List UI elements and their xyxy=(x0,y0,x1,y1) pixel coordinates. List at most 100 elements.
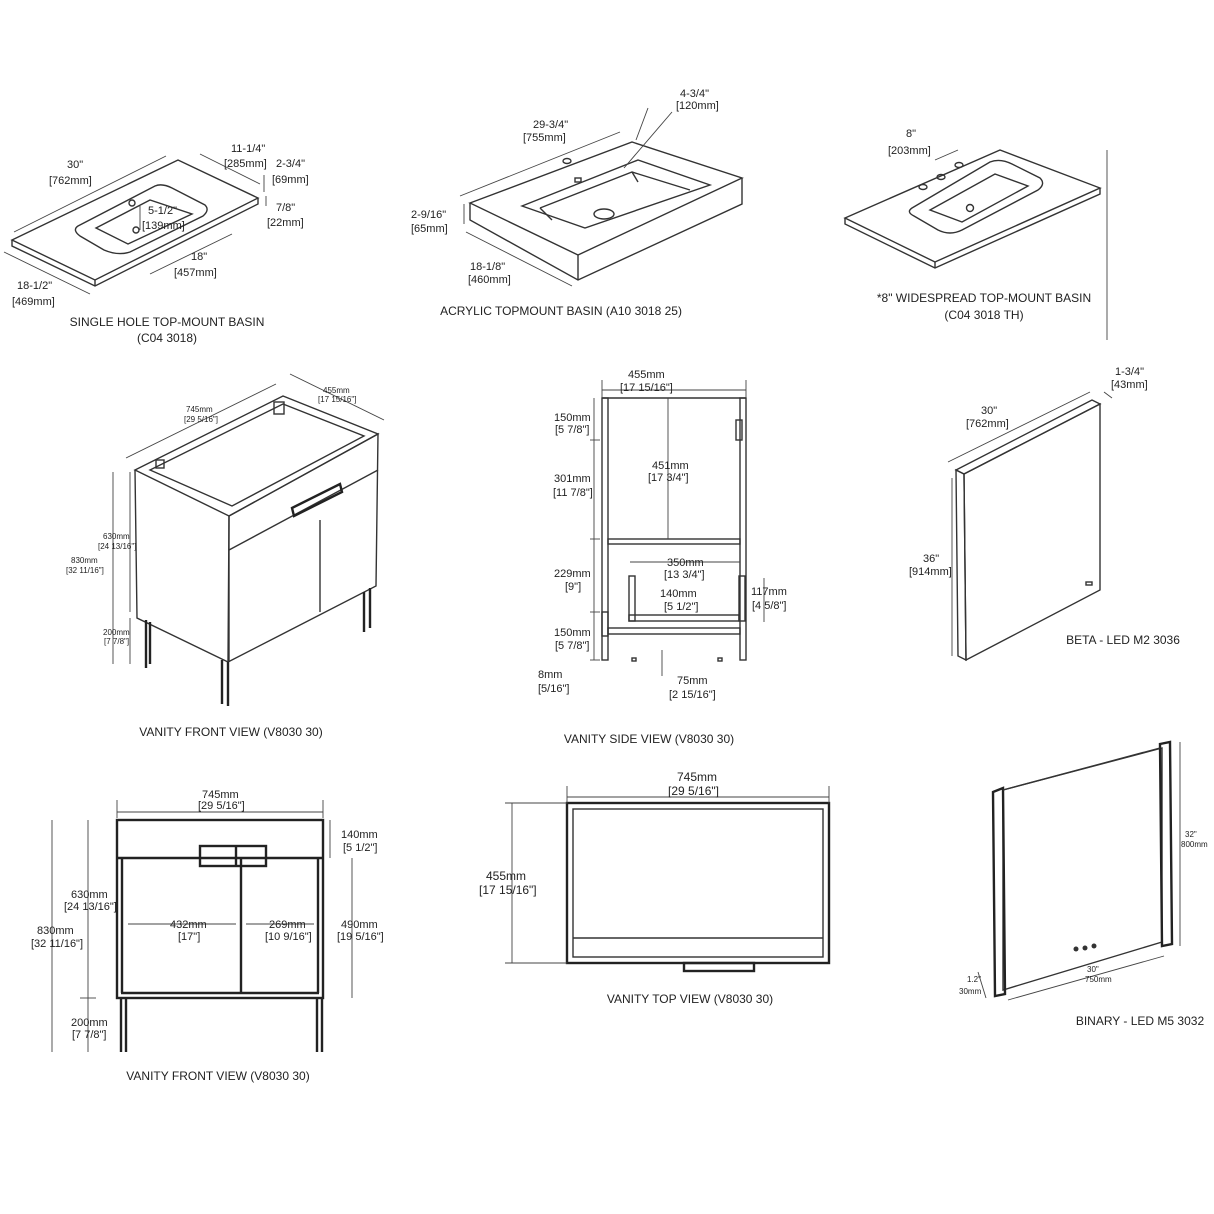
widespread-spacing-in: 8" xyxy=(906,128,916,140)
vanity-iso-drawing xyxy=(112,373,385,706)
vanity-iso-height-mm: 830mm xyxy=(71,556,98,565)
beta-height-mm: [914mm] xyxy=(909,566,952,578)
vanity-side-drawing xyxy=(590,380,765,676)
binary-height-in: 32" xyxy=(1185,830,1197,839)
vanity-front-door-left-in: [17"] xyxy=(178,931,200,943)
vanity-side-foot-in: [2 15/16"] xyxy=(669,689,716,701)
vanity-front-body-height-mm: 630mm xyxy=(71,889,108,901)
beta-thickness-mm: [43mm] xyxy=(1111,379,1148,391)
widespread-basin-drawing xyxy=(843,149,1108,340)
vanity-iso-depth-mm: 455mm xyxy=(323,386,350,395)
single-hole-basin-depth-mm: [69mm] xyxy=(272,174,309,186)
vanity-side-upper-in: [11 7/8"] xyxy=(553,487,593,499)
vanity-side-top-mm: 150mm xyxy=(554,412,591,424)
single-hole-basin-depth-in: 2-3/4" xyxy=(276,158,305,170)
widespread-spacing-mm: [203mm] xyxy=(888,145,931,157)
vanity-iso-depth-in: [17 15/16"] xyxy=(318,395,356,404)
vanity-side-drawer-in: [9"] xyxy=(565,581,581,593)
vanity-top-width-mm: 745mm xyxy=(677,770,717,784)
beta-width-in: 30" xyxy=(981,405,997,417)
beta-caption: BETA - LED M2 3036 xyxy=(1066,633,1180,647)
vanity-front-height-in: [32 11/16"] xyxy=(31,938,83,950)
vanity-side-base-mm: 8mm xyxy=(538,669,562,681)
vanity-front-top-mm: 140mm xyxy=(341,829,378,841)
beta-width-mm: [762mm] xyxy=(966,418,1009,430)
vanity-front-width-in: [29 5/16"] xyxy=(198,800,245,812)
single-hole-basin-width-mm: [285mm] xyxy=(224,158,267,170)
vanity-side-lower-mm: 150mm xyxy=(554,627,591,639)
single-hole-caption: SINGLE HOLE TOP-MOUNT BASIN xyxy=(70,315,265,329)
vanity-front-top-in: [5 1/2"] xyxy=(343,842,377,854)
acrylic-length-mm: [755mm] xyxy=(523,132,566,144)
single-hole-hole-offset-in: 5-1/2" xyxy=(148,205,177,217)
vanity-front-drawing xyxy=(51,800,353,1052)
vanity-side-width-in: [17 15/16"] xyxy=(620,382,673,394)
acrylic-length-in: 29-3/4" xyxy=(533,119,568,131)
vanity-front-height-mm: 830mm xyxy=(37,925,74,937)
single-hole-length-mm: [762mm] xyxy=(49,175,92,187)
acrylic-basin-depth-mm: [120mm] xyxy=(676,100,719,112)
binary-caption: BINARY - LED M5 3032 xyxy=(1076,1014,1205,1028)
single-hole-basin-length-in: 18" xyxy=(191,251,207,263)
vanity-side-width-mm: 455mm xyxy=(628,369,665,381)
vanity-side-drawer-depth-in: [13 3/4"] xyxy=(664,569,705,581)
binary-touch-button-2 xyxy=(1082,945,1088,951)
binary-thickness-in: 1.2" xyxy=(967,975,981,984)
vanity-iso-body-height-in: [24 13/16"] xyxy=(98,542,136,551)
vanity-front-leg-mm: 200mm xyxy=(71,1017,108,1029)
vanity-front-body-height-in: [24 13/16"] xyxy=(64,901,117,913)
vanity-side-drawer-depth-mm: 350mm xyxy=(667,557,704,569)
vanity-top-width-in: [29 5/16"] xyxy=(668,784,719,798)
vanity-front-door-right-in: [10 9/16"] xyxy=(265,931,312,943)
vanity-side-drawer-box-in: [4 5/8"] xyxy=(752,600,786,612)
acrylic-basin-drawing xyxy=(459,107,744,287)
vanity-side-drawer-height-in: [5 1/2"] xyxy=(664,601,698,613)
vanity-front-width-mm: 745mm xyxy=(202,789,239,801)
acrylic-basin-depth-in: 4-3/4" xyxy=(680,88,709,100)
binary-touch-button-3 xyxy=(1091,943,1097,949)
acrylic-caption: ACRYLIC TOPMOUNT BASIN (A10 3018 25) xyxy=(440,304,682,318)
beta-height-in: 36" xyxy=(923,553,939,565)
binary-width-mm: 750mm xyxy=(1085,975,1112,984)
single-hole-thickness-mm: [22mm] xyxy=(267,217,304,229)
vanity-iso-width-mm: 745mm xyxy=(186,405,213,414)
single-hole-basin-drawing xyxy=(3,153,267,295)
vanity-side-top-in: [5 7/8"] xyxy=(555,424,589,436)
vanity-top-caption: VANITY TOP VIEW (V8030 30) xyxy=(607,992,773,1006)
widespread-caption-code: (C04 3018 TH) xyxy=(944,308,1023,322)
binary-touch-button-1 xyxy=(1073,946,1079,952)
single-hole-thickness-in: 7/8" xyxy=(276,202,295,214)
acrylic-thickness-in: 2-9/16" xyxy=(411,209,446,221)
widespread-caption: *8" WIDESPREAD TOP-MOUNT BASIN xyxy=(877,291,1091,305)
beta-mirror-drawing xyxy=(947,391,1113,662)
vanity-iso-caption: VANITY FRONT VIEW (V8030 30) xyxy=(139,725,322,739)
vanity-side-base-in: [5/16"] xyxy=(538,683,569,695)
vanity-side-upper-mm: 301mm xyxy=(554,473,591,485)
vanity-front-door-right-mm: 269mm xyxy=(269,919,306,931)
vanity-iso-leg-height-mm: 200mm xyxy=(103,628,130,637)
vanity-side-drawer-box-mm: 117mm xyxy=(751,586,787,598)
acrylic-thickness-mm: [65mm] xyxy=(411,223,448,235)
single-hole-length-in: 30" xyxy=(67,159,83,171)
single-hole-basin-width-in: 11-1/4" xyxy=(231,143,265,155)
single-hole-depth-mm: [469mm] xyxy=(12,296,55,308)
vanity-side-drawer-mm: 229mm xyxy=(554,568,591,580)
single-hole-hole-offset-mm: [139mm] xyxy=(142,220,185,232)
binary-mirror-drawing xyxy=(977,740,1181,1001)
vanity-side-inner-in: [17 3/4"] xyxy=(648,472,689,484)
vanity-side-foot-mm: 75mm xyxy=(677,675,708,687)
acrylic-depth-in: 18-1/8" xyxy=(470,261,505,273)
vanity-front-body-in: [19 5/16"] xyxy=(337,931,384,943)
vanity-side-caption: VANITY SIDE VIEW (V8030 30) xyxy=(564,732,734,746)
vanity-iso-leg-height-in: [7 7/8"] xyxy=(104,637,129,646)
binary-height-mm: 800mm xyxy=(1181,840,1208,849)
vanity-front-body-mm: 490mm xyxy=(341,919,378,931)
beta-thickness-in: 1-3/4" xyxy=(1115,366,1144,378)
vanity-iso-width-in: [29 5/16"] xyxy=(184,415,218,424)
binary-thickness-mm: 30mm xyxy=(959,987,982,996)
vanity-side-drawer-height-mm: 140mm xyxy=(660,588,697,600)
vanity-iso-height-in: [32 11/16"] xyxy=(66,566,104,575)
vanity-front-leg-in: [7 7/8"] xyxy=(72,1029,106,1041)
vanity-top-depth-mm: 455mm xyxy=(486,869,526,883)
vanity-side-lower-in: [5 7/8"] xyxy=(555,640,589,652)
